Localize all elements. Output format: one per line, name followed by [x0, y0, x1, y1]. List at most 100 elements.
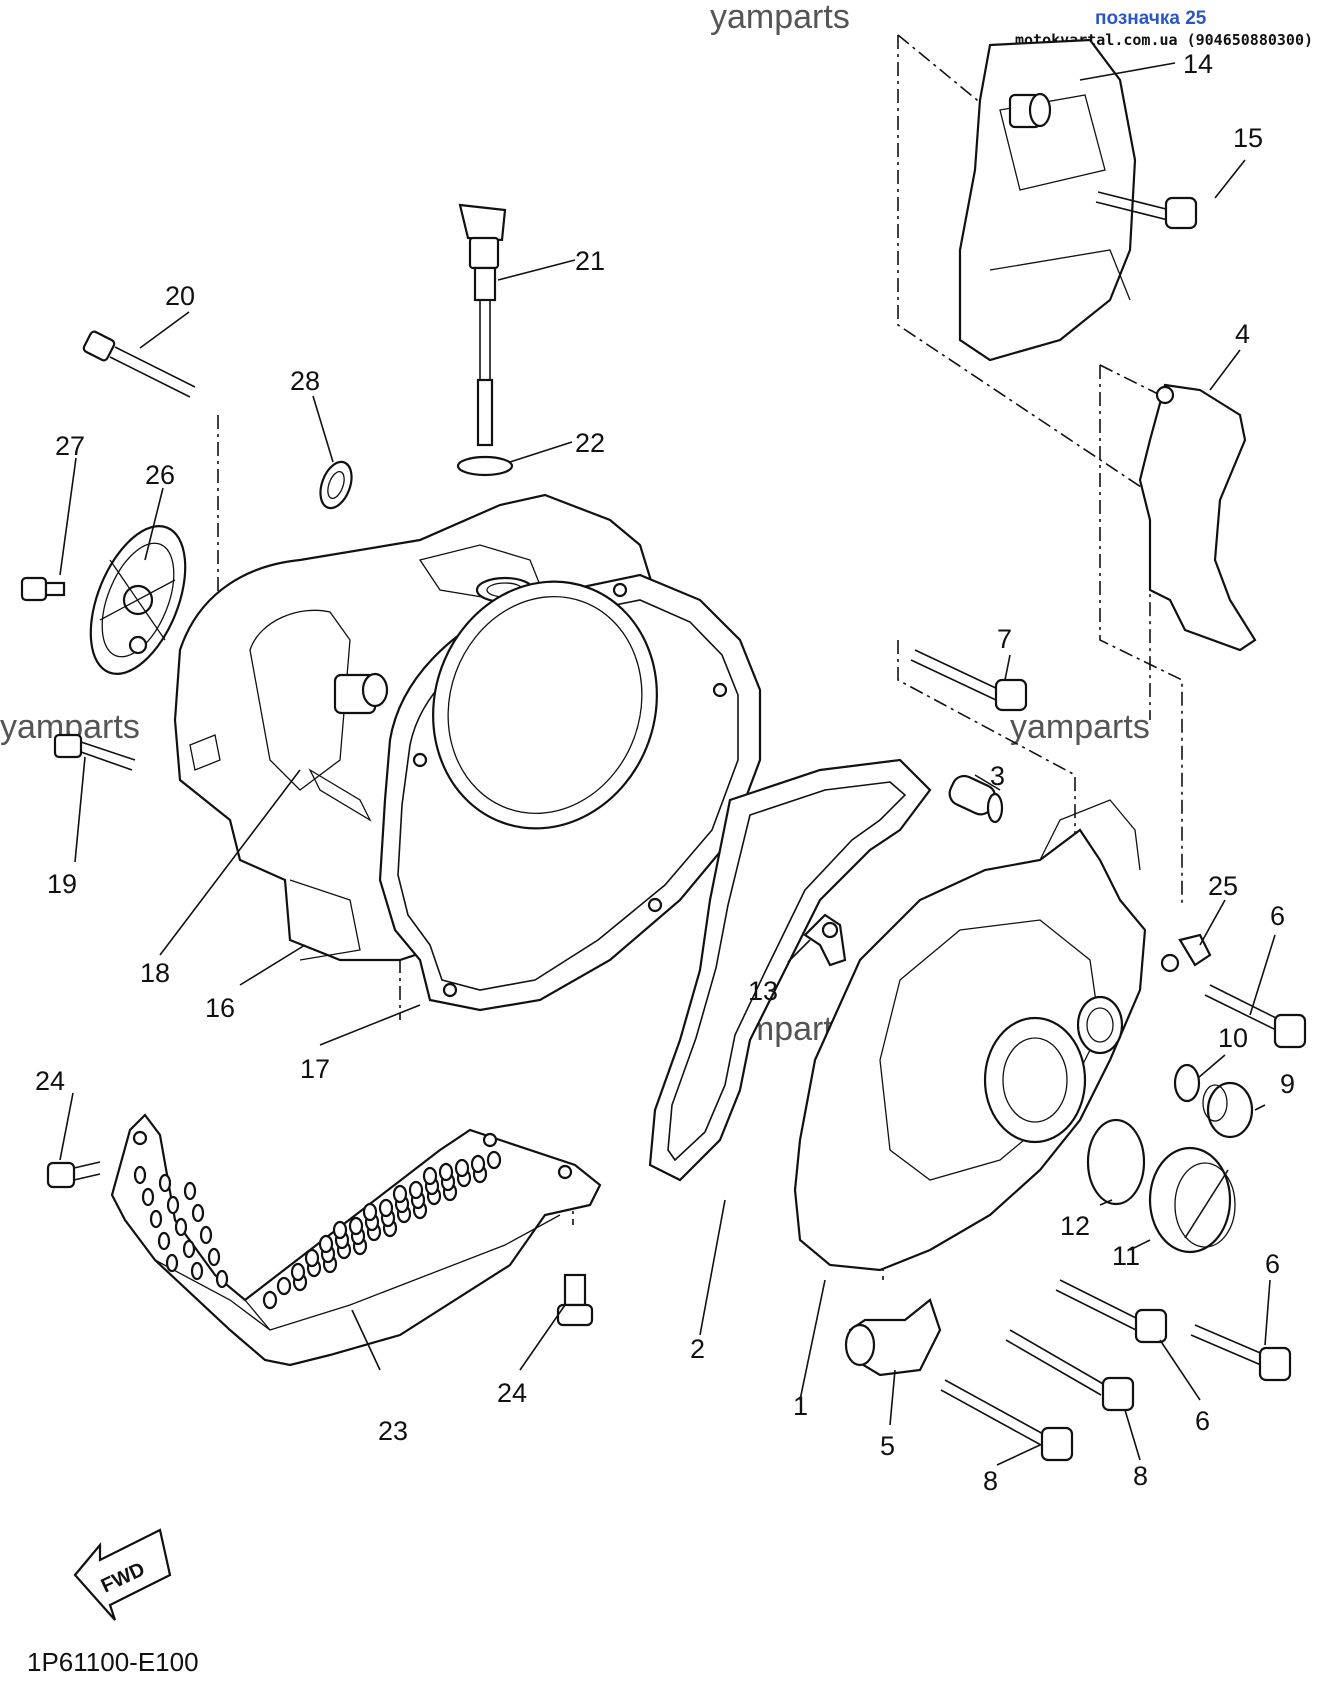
bolt-19 [53, 733, 136, 771]
skid-plate-hole [486, 1150, 502, 1170]
skid-plate-hole [392, 1184, 408, 1204]
oring-12 [1086, 1118, 1146, 1206]
callout-6c: 6 [1195, 1406, 1210, 1436]
skid-plate-hole [199, 1225, 213, 1245]
skid-plate-hole [190, 1261, 204, 1281]
skid-plate-hole [207, 1247, 221, 1267]
skid-plate-hole [182, 1239, 196, 1259]
bolt-8-lower [940, 1379, 1074, 1462]
callout-7: 7 [997, 624, 1012, 654]
bolt-24-right [556, 1273, 594, 1327]
skid-plate-hole [304, 1248, 320, 1268]
callout-18: 18 [140, 958, 170, 988]
plug-9 [1202, 1081, 1254, 1139]
skid-plate-hole [149, 1209, 163, 1229]
callout-9: 9 [1280, 1069, 1295, 1099]
skid-plate-hole [141, 1187, 155, 1207]
watermark-right: yamparts [1010, 708, 1150, 746]
dipstick-21 [458, 203, 507, 447]
callout-24a: 24 [35, 1066, 65, 1096]
callout-1: 1 [793, 1391, 808, 1421]
callout-3: 3 [990, 761, 1005, 791]
callout-12: 12 [1060, 1211, 1090, 1241]
skid-plate-hole [290, 1262, 306, 1282]
skid-plate-hole [133, 1165, 147, 1185]
skid-plate-hole [166, 1195, 180, 1215]
skid-plate-hole [174, 1217, 188, 1237]
filter-cover-26 [89, 525, 187, 675]
oil-seal-28 [319, 460, 353, 510]
skid-plate-hole [378, 1198, 394, 1218]
diagram-code: 1P61100-E100 [27, 1647, 199, 1677]
callout-17: 17 [300, 1054, 330, 1084]
bolt-24-left [46, 1161, 101, 1189]
watermark-top: yamparts [710, 0, 850, 36]
callout-23: 23 [378, 1416, 408, 1446]
gasket-2 [648, 758, 932, 1182]
skid-plate-hole [408, 1180, 424, 1200]
skid-plate-hole [157, 1231, 171, 1251]
callout-16: 16 [205, 993, 235, 1023]
callout-25: 25 [1208, 871, 1238, 901]
skid-plate-hole [262, 1290, 278, 1310]
callout-4: 4 [1235, 319, 1250, 349]
skid-plate-hole [276, 1276, 292, 1296]
cover-4 [1138, 383, 1257, 652]
callout-8b: 8 [1133, 1461, 1148, 1491]
callout-22: 22 [575, 428, 605, 458]
callout-6a: 6 [1270, 901, 1285, 931]
bolt-27 [20, 576, 66, 602]
skid-plate-hole [183, 1181, 197, 1201]
skid-plate-hole [470, 1154, 486, 1174]
callout-labels: 1 2 3 4 5 6 6 6 7 8 8 9 10 11 12 13 14 1… [35, 49, 1295, 1496]
bolt-20 [82, 330, 196, 398]
callout-28: 28 [290, 366, 320, 396]
bolt-6-upper [1204, 984, 1307, 1049]
callout-5: 5 [880, 1431, 895, 1461]
crankcase-cover-1 [793, 799, 1147, 1272]
skid-plate-hole [348, 1216, 364, 1236]
callout-6b: 6 [1265, 1249, 1280, 1279]
callout-15: 15 [1233, 123, 1263, 153]
generator-cover-14 [958, 38, 1137, 362]
skid-plate-hole [158, 1173, 172, 1193]
gasket-17 [378, 573, 762, 1012]
callout-21: 21 [575, 246, 605, 276]
callout-19: 19 [47, 869, 77, 899]
callout-27: 27 [55, 431, 85, 461]
callout-24b: 24 [497, 1378, 527, 1408]
clip-25 [1160, 933, 1212, 973]
bolt-6-middle [1055, 1279, 1168, 1344]
callout-20: 20 [165, 281, 195, 311]
skid-plate-hole [454, 1158, 470, 1178]
skid-plate-hole [362, 1202, 378, 1222]
fwd-arrow-icon: FWD [73, 1528, 172, 1621]
skid-plate-hole [318, 1234, 334, 1254]
plug-11 [1148, 1146, 1236, 1254]
skid-plate-hole [332, 1220, 348, 1240]
leader-lines [59, 62, 1276, 1466]
oring-22 [456, 455, 514, 477]
callout-13: 13 [748, 976, 778, 1006]
clip-13 [803, 913, 847, 967]
callout-8a: 8 [983, 1466, 998, 1496]
callout-26: 26 [145, 460, 175, 490]
bolt-8-upper [1005, 1329, 1135, 1412]
bolt-7 [910, 649, 1028, 712]
oring-10 [1173, 1063, 1201, 1103]
skid-plate-hole [438, 1162, 454, 1182]
callout-14: 14 [1183, 49, 1213, 79]
bolt-6-lower [1190, 1324, 1292, 1382]
skid-plate-holes [133, 1150, 502, 1310]
callout-2: 2 [690, 1334, 705, 1364]
tag-title: позначка 25 [1095, 8, 1207, 29]
callout-11: 11 [1112, 1241, 1140, 1271]
skid-plate-hole [191, 1203, 205, 1223]
bolt-15 [1095, 191, 1198, 230]
clamp-5 [844, 1298, 942, 1377]
skid-plate-hole [165, 1253, 179, 1273]
skid-plate-hole [422, 1166, 438, 1186]
dowel-pin-3 [948, 774, 1004, 824]
callout-10: 10 [1218, 1023, 1248, 1053]
